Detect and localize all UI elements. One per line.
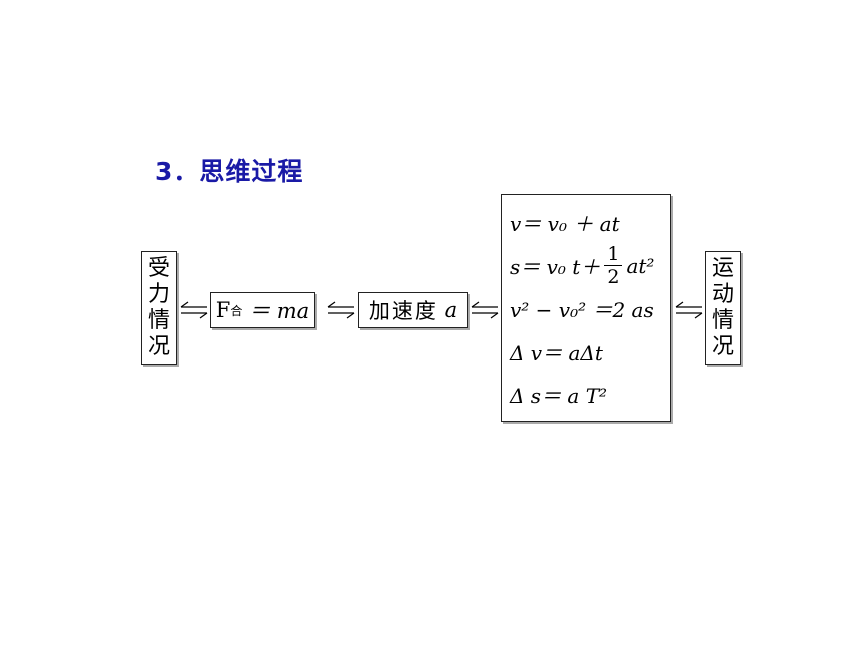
motion-char: 情 [711,308,734,333]
force-condition-box: 受 力 情 况 [141,251,177,365]
equilibrium-arrow-3 [471,301,499,319]
motion-char: 况 [711,334,734,359]
acceleration-symbol: a [444,298,458,322]
fraction-denominator: 2 [607,266,620,288]
newton-equation: ＝ ma [249,299,310,323]
velocity-squared-formula: v² − v₀² ＝2 as [510,298,654,322]
force-char: 受 [147,256,170,281]
force-char: 力 [147,282,170,307]
force-char: 情 [147,308,170,333]
equilibrium-arrow-2 [327,301,355,319]
motion-char: 动 [711,282,734,307]
acceleration-label: 加速度 [368,299,438,323]
motion-char: 运 [711,256,734,281]
equilibrium-arrow-4 [675,301,703,319]
delta-displacement-formula: Δ s＝ a T² [510,384,608,408]
displacement-formula: s＝ v₀ t＋ 1 2 at² [510,243,670,288]
net-subscript: 合 [230,303,243,318]
equilibrium-arrow-1 [180,301,208,319]
fraction-numerator: 1 [604,243,623,266]
displacement-left: s＝ v₀ t＋ [510,255,601,279]
half-fraction: 1 2 [604,243,623,288]
delta-velocity-formula: Δ v＝ aΔt [510,341,603,365]
velocity-formula: v＝ v₀ ＋ at [510,212,620,236]
section-heading: 3．思维过程 [155,157,304,186]
kinematics-formulas-box: v＝ v₀ ＋ at s＝ v₀ t＋ 1 2 at² v² − v₀² ＝2 … [501,194,671,422]
motion-condition-box: 运 动 情 况 [705,251,741,365]
displacement-right: at² [626,253,655,278]
acceleration-box: 加速度 a [358,292,468,328]
force-char: 况 [147,334,170,359]
force-symbol: F [215,298,231,322]
